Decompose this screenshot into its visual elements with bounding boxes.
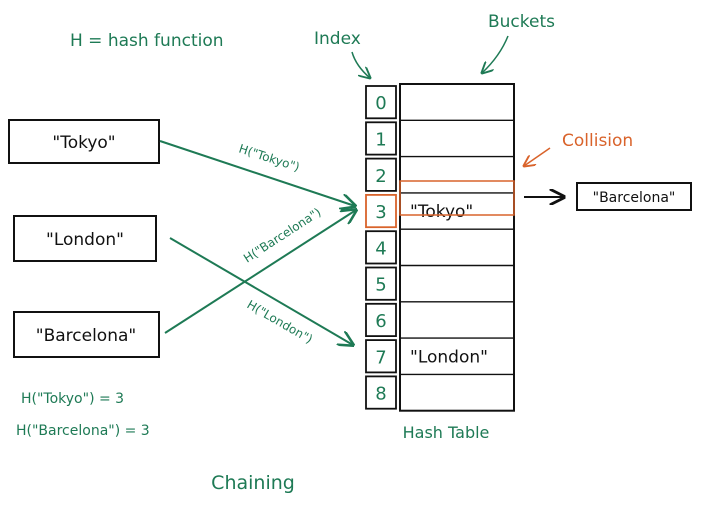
- index-number-1: 1: [375, 129, 386, 150]
- index-cell-2: 2: [365, 157, 397, 192]
- index-pointer-arrow: [351, 51, 370, 78]
- chaining-title: Chaining: [211, 472, 295, 494]
- index-number-0: 0: [375, 93, 386, 114]
- equation-tokyo: H("Tokyo") = 3: [21, 391, 124, 407]
- index-column: 0 1 2 3 4 5 6 7 8: [365, 85, 397, 410]
- key-box-tokyo: "Tokyo": [8, 119, 160, 164]
- hash-arrow-tokyo: [159, 140, 355, 206]
- index-number-3: 3: [375, 202, 386, 223]
- key-box-barcelona: "Barcelona": [13, 311, 160, 358]
- buckets-label: Buckets: [488, 12, 555, 32]
- key-london-label: "London": [46, 230, 124, 250]
- collision-bucket-highlight: [399, 180, 515, 216]
- buckets-frame: [399, 83, 515, 412]
- hash-arrow-london: [169, 237, 353, 345]
- buckets-pointer-arrow: [482, 35, 509, 73]
- index-label: Index: [314, 29, 361, 49]
- index-cell-4: 4: [365, 230, 397, 265]
- index-cell-6: 6: [365, 302, 397, 337]
- equation-barcelona: H("Barcelona") = 3: [16, 423, 150, 439]
- chain-node-label: "Barcelona": [593, 190, 676, 206]
- index-number-2: 2: [375, 166, 386, 187]
- collision-label: Collision: [562, 131, 633, 151]
- index-number-7: 7: [375, 347, 386, 368]
- hash-arrow-barcelona: [164, 210, 356, 334]
- key-tokyo-label: "Tokyo": [52, 133, 115, 153]
- index-cell-5: 5: [365, 266, 397, 301]
- collision-pointer-arrow: [524, 147, 551, 166]
- hash-arrow-label-london: H("London"): [245, 297, 316, 346]
- bucket-entry-3: "Tokyo": [410, 202, 473, 222]
- index-cell-1: 1: [365, 121, 397, 156]
- buckets-column: "Tokyo" "London": [399, 83, 515, 412]
- hash-table-title: Hash Table: [403, 423, 490, 442]
- index-cell-3: 3: [365, 193, 397, 229]
- index-cell-8: 8: [365, 375, 397, 410]
- key-barcelona-label: "Barcelona": [36, 326, 136, 346]
- index-number-5: 5: [375, 275, 386, 296]
- index-number-6: 6: [375, 311, 386, 332]
- index-number-8: 8: [375, 384, 386, 405]
- bucket-entry-7: "London": [410, 347, 488, 367]
- index-number-4: 4: [375, 238, 386, 259]
- key-box-london: "London": [13, 215, 157, 262]
- chain-node-barcelona: "Barcelona": [576, 182, 692, 211]
- index-cell-0: 0: [365, 85, 397, 120]
- index-cell-7: 7: [365, 339, 397, 374]
- hash-function-definition: H = hash function: [70, 31, 224, 51]
